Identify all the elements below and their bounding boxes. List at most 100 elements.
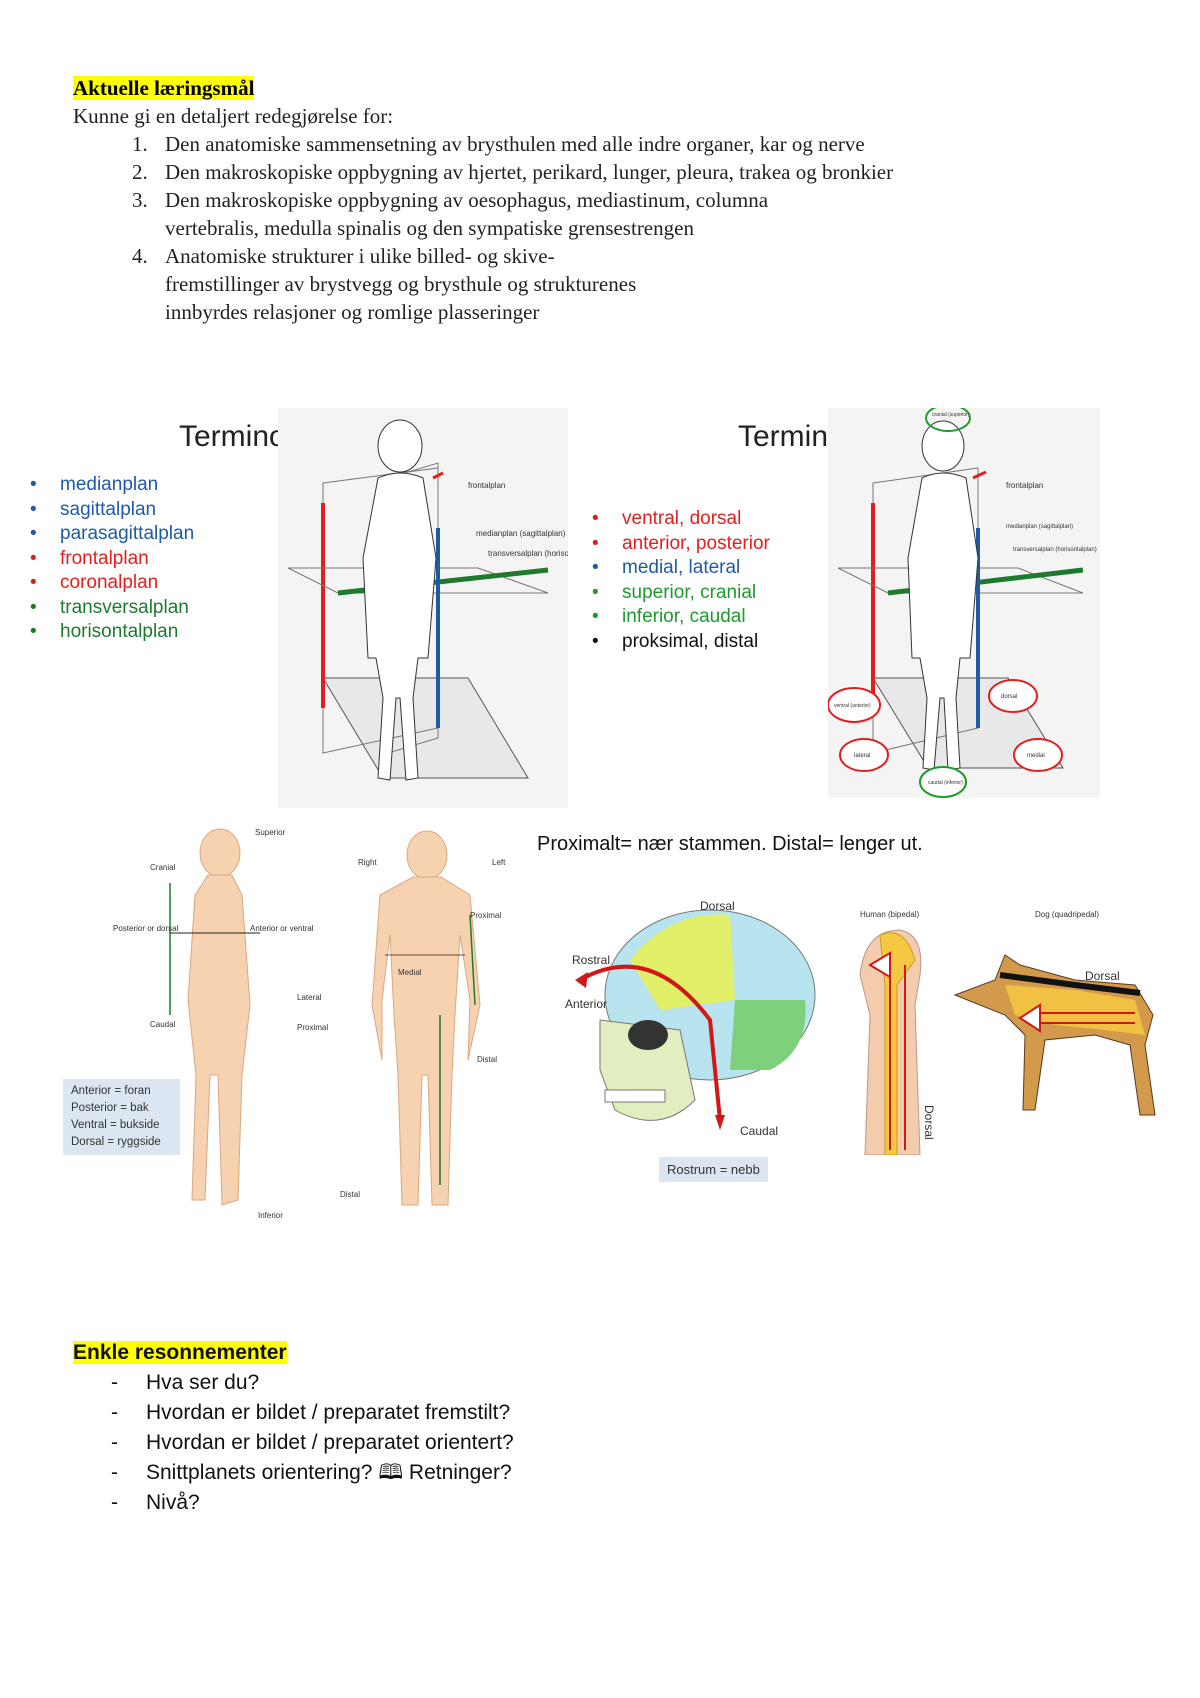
legend-box: Anterior = foran Posterior = bak Ventral…	[63, 1079, 180, 1155]
terminology-item-label: anterior, posterior	[622, 532, 770, 554]
posterior-label: Posterior or dorsal	[113, 924, 179, 933]
bullet-icon: •	[30, 621, 37, 642]
caudal-label: Caudal	[150, 1020, 176, 1029]
bullet-icon: •	[592, 581, 599, 603]
body-directions-figure: Superior Inferior Cranial Caudal Posteri…	[113, 828, 506, 1220]
goal-item: Anatomiske strukturer i ulike billed- og…	[153, 242, 665, 326]
bullet-icon: •	[30, 572, 37, 593]
bullet-icon: •	[592, 606, 599, 627]
bullet-icon: •	[30, 547, 37, 569]
terminology-item-label: parasagittalplan	[60, 523, 195, 544]
cranial-label: Cranial	[150, 863, 176, 872]
median-plane-label: medianplan (sagittalplan)	[476, 529, 566, 538]
terminology-item: • superior, cranial	[592, 581, 770, 606]
bullet-icon: •	[592, 630, 599, 652]
cranial-label: cranial (superior)	[932, 412, 970, 418]
superior-label: Superior	[255, 828, 286, 837]
terminology-right-list: • ventral, dorsal • anterior, posterior • med…	[592, 507, 770, 654]
distal-arm-label: Distal	[477, 1055, 497, 1064]
rostrum-note: Rostrum = nebb	[659, 1157, 768, 1182]
terminology-item: • anterior, posterior	[592, 532, 770, 557]
bullet-icon: •	[592, 557, 599, 578]
reasoning-item: Hvordan er bildet / preparatet orientert…	[73, 1428, 514, 1458]
goal-item: Den anatomiske sammensetning av brysthul…	[153, 130, 1133, 158]
legend-item: Anterior = foran	[71, 1085, 151, 1097]
skull-dorsal-label: Dorsal	[700, 900, 735, 913]
dog-label: Dog (quadripedal)	[1035, 910, 1099, 919]
terminology-item-label: medianplan	[60, 474, 159, 495]
caudal-label: caudal (inferior)	[928, 780, 963, 786]
terminology-item: • horisontalplan	[30, 620, 194, 645]
terminology-item: • sagittalplan	[30, 498, 194, 523]
medial-label: medial	[1027, 753, 1045, 759]
anatomical-planes-figure-left: frontalplan medianplan (sagittalplan) tr…	[278, 408, 568, 808]
proximal-arm-label: Proximal	[470, 911, 501, 920]
distal-leg-label: Distal	[340, 1190, 360, 1199]
terminology-item-label: sagittalplan	[60, 498, 157, 520]
proximal-leg-label: Proximal	[297, 1023, 328, 1032]
terminology-item-label: transversalplan	[60, 596, 189, 618]
terminology-item-label: frontalplan	[60, 547, 149, 569]
terminology-item-label: medial, lateral	[622, 557, 741, 578]
legend-item: Ventral = bukside	[71, 1119, 160, 1131]
terminology-item-label: proksimal, distal	[622, 630, 759, 652]
bullet-icon: •	[592, 508, 599, 529]
anterior-label: Anterior or ventral	[250, 924, 314, 933]
dorsal-label: dorsal	[1001, 694, 1017, 700]
bullet-icon: •	[30, 498, 37, 520]
medial-label: Medial	[398, 968, 422, 977]
goals-list: Den anatomiske sammensetning av brysthul…	[73, 130, 1133, 326]
ventral-label: ventral (anterior)	[834, 703, 871, 709]
median-plane-label: medianplan (sagittalplan)	[1006, 524, 1073, 530]
terminology-item-label: superior, cranial	[622, 581, 757, 603]
skull-anterior-label: Anterior	[565, 997, 607, 1011]
terminology-left-list: • medianplan • sagittalplan • parasagittalpla…	[30, 473, 194, 645]
terminology-item: • parasagittalplan	[30, 522, 194, 547]
terminology-item: • frontalplan	[30, 547, 194, 572]
learning-goals-section: Aktuelle læringsmål Kunne gi en detaljer…	[73, 74, 1133, 326]
left-label: Left	[492, 858, 506, 867]
reasoning-item: Snittplanets orientering? 🕮 Retninger?	[73, 1458, 514, 1488]
goals-intro: Kunne gi en detaljert redegjørelse for:	[73, 104, 394, 128]
reasoning-section: Enkle resonnementer Hva ser du? Hvordan …	[73, 1338, 514, 1518]
right-label: Right	[358, 858, 377, 867]
reasoning-item: Nivå?	[73, 1488, 514, 1518]
terminology-item-label: horisontalplan	[60, 621, 179, 642]
human-dorsal-label: Dorsal	[922, 1105, 936, 1140]
bullet-icon: •	[30, 523, 37, 544]
terminology-item-label: ventral, dorsal	[622, 508, 742, 529]
terminology-item-label: coronalplan	[60, 572, 159, 593]
reasoning-list: Hva ser du? Hvordan er bildet / preparat…	[73, 1368, 514, 1518]
transversal-plane-label: transversalplan (horisontalplan)	[1013, 547, 1097, 553]
terminology-item: • transversalplan	[30, 596, 194, 621]
proximal-note: Proximalt= nær stammen. Distal= lenger u…	[537, 833, 923, 855]
frontal-plane-label: frontalplan	[468, 481, 505, 490]
bullet-icon: •	[30, 596, 37, 618]
lateral-label: lateral	[854, 753, 870, 759]
reasoning-item: Hva ser du?	[73, 1368, 514, 1398]
frontal-plane-label: frontalplan	[1006, 481, 1043, 490]
terminology-item: • ventral, dorsal	[592, 507, 770, 532]
skull-rostral-label: Rostral	[572, 953, 610, 967]
bullet-icon: •	[592, 532, 599, 554]
legend-item: Posterior = bak	[71, 1102, 149, 1114]
terminology-item: •inferior, caudal	[592, 605, 770, 630]
reasoning-item: Hvordan er bildet / preparatet fremstilt…	[73, 1398, 514, 1428]
anatomical-planes-figure-right: cranial (superior) frontalplan medianpla…	[828, 408, 1100, 798]
reasoning-heading: Enkle resonnementer	[73, 1341, 287, 1364]
lateral-label: Lateral	[297, 993, 322, 1002]
legend-item: Dorsal = ryggside	[71, 1136, 161, 1148]
terminology-item: • proksimal, distal	[592, 630, 770, 655]
dog-dorsal-label: Dorsal	[1085, 969, 1120, 983]
transversal-plane-label: transversalplan (horisontalplan)	[488, 549, 568, 558]
bipedal-quadripedal-figure: Human (bipedal) Dog (quadripedal) Dorsal…	[859, 910, 1156, 1155]
goal-item: Den makroskopiske oppbygning av hjertet,…	[153, 158, 1133, 186]
inferior-label: Inferior	[258, 1211, 283, 1220]
terminology-item: • medial, lateral	[592, 556, 770, 581]
terminology-item: • coronalplan	[30, 571, 194, 596]
skull-caudal-label: Caudal	[740, 1124, 778, 1138]
skull-figure: Dorsal Rostral Anterior Caudal	[565, 900, 816, 1138]
goals-heading: Aktuelle læringsmål	[73, 76, 255, 100]
bullet-icon: •	[30, 474, 37, 495]
goal-item: Den makroskopiske oppbygning av oesophag…	[153, 186, 865, 242]
